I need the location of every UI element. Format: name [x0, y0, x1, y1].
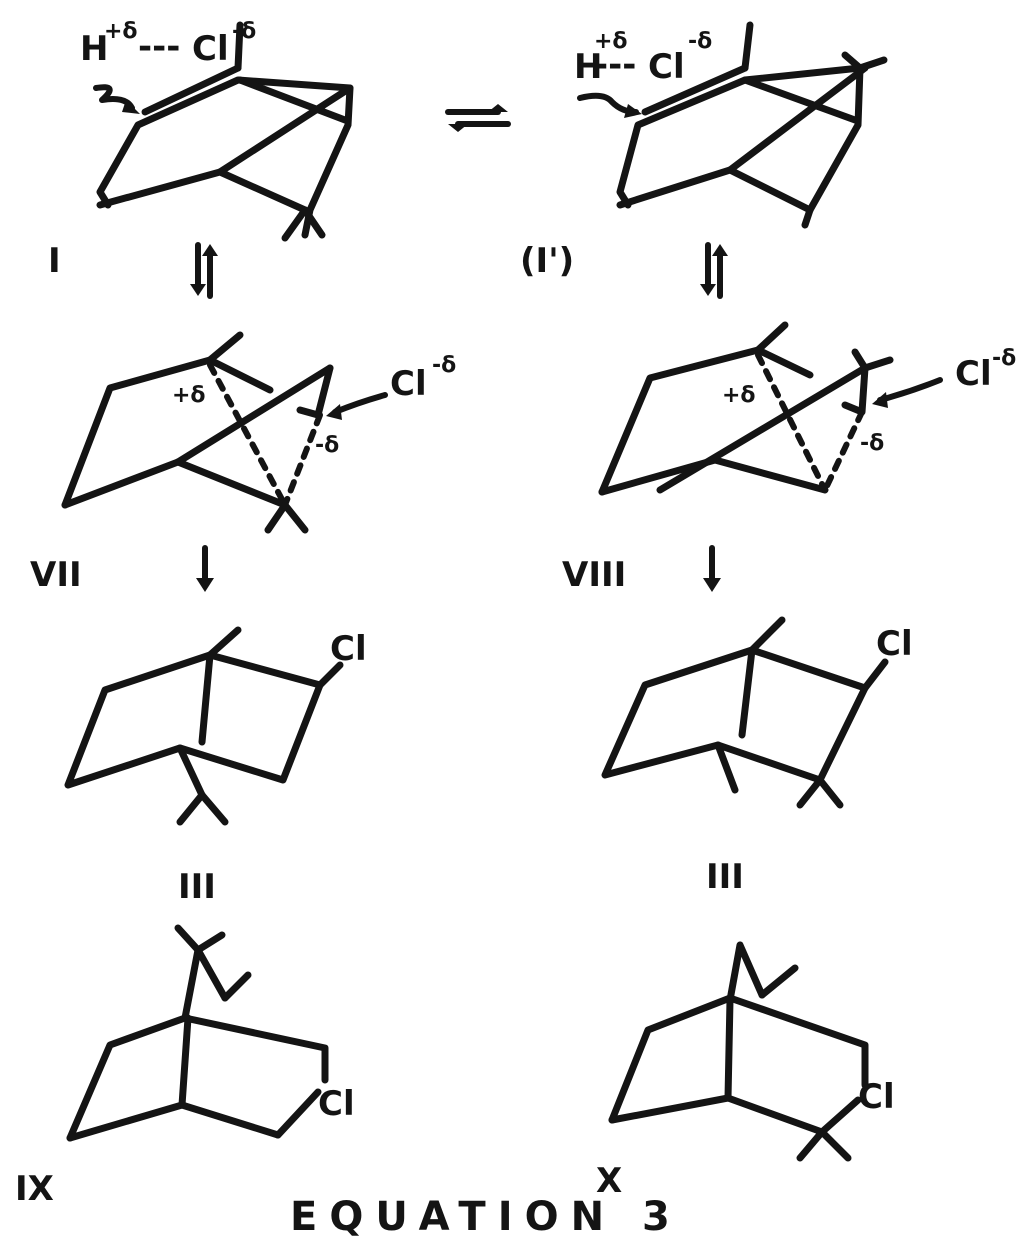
chlorine-atom: Cl	[330, 629, 367, 669]
compound-label-X: X	[596, 1161, 622, 1201]
chlorine-atom: Cl	[955, 354, 992, 394]
equilibrium-arrow-left-vertical	[190, 242, 218, 299]
chlorine-atom: Cl	[390, 364, 427, 404]
structure-I: H +δ --- Cl -δ	[80, 19, 354, 242]
equilibrium-arrow-right-vertical	[700, 242, 728, 299]
compound-label-IX: IX	[15, 1169, 54, 1209]
hydrogen-atom: H	[574, 47, 602, 87]
structure-III-left: Cl	[64, 626, 367, 826]
partial-positive: +δ	[722, 383, 756, 408]
structure-I-prime: H +δ --- Cl -δ	[574, 21, 888, 229]
hcl-partial-bond: ---	[138, 27, 180, 67]
chlorine-atom: Cl	[876, 624, 913, 664]
partial-positive: +δ	[172, 383, 206, 408]
structure-VII: +δ -δ Cl -δ	[61, 331, 456, 534]
hcl-partial-bond: ---	[594, 45, 636, 85]
partial-negative: -δ	[315, 433, 339, 458]
partial-negative: -δ	[860, 431, 884, 456]
structure-VIII: +δ -δ Cl -δ	[598, 321, 1016, 496]
partial-positive: +δ	[104, 19, 138, 44]
chlorine-atom: Cl	[318, 1084, 355, 1124]
chlorine-atom: Cl	[648, 47, 685, 87]
partial-negative: -δ	[432, 353, 456, 378]
partial-positive: +δ	[594, 29, 628, 54]
structure-X: Cl	[608, 941, 895, 1162]
compound-label-III-right: III	[706, 857, 744, 897]
compound-label-III-left: III	[178, 867, 216, 907]
compound-label-VIII: VIII	[562, 555, 626, 595]
structure-III-right: Cl	[601, 616, 913, 809]
reaction-arrow-left	[196, 545, 214, 592]
partial-negative: -δ	[992, 346, 1016, 371]
structure-IX: Cl	[66, 924, 355, 1142]
chlorine-atom: Cl	[858, 1077, 895, 1117]
reaction-arrow-right	[703, 545, 721, 592]
chlorine-atom: Cl	[192, 29, 229, 69]
compound-label-I: I	[48, 241, 61, 281]
partial-negative: -δ	[232, 19, 256, 44]
partial-negative: -δ	[688, 29, 712, 54]
compound-label-VII: VII	[30, 555, 82, 595]
compound-label-I-prime: (I')	[520, 241, 574, 281]
hydrogen-atom: H	[80, 29, 108, 69]
equilibrium-arrow-horizontal	[445, 104, 511, 132]
equation-title: EQUATION 3	[290, 1194, 682, 1240]
